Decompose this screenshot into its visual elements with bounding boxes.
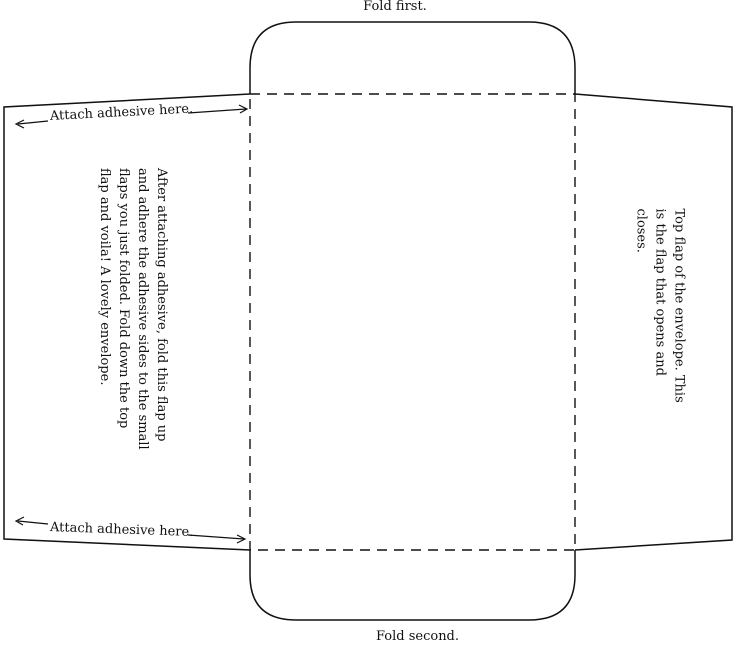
fold-second-label: Fold second. [375, 629, 460, 644]
adhesive-arrow-bottom [14, 516, 247, 544]
fold-first-label: Fold first. [363, 0, 427, 14]
bottom-flap-outline [249, 550, 576, 621]
fold-lines [249, 93, 576, 551]
right-note-line-1: Top flap of the envelope. This [671, 208, 687, 403]
left-note-line-2: and adhere the adhesive sides to the sma… [135, 168, 150, 450]
top-flap-outline [249, 21, 576, 94]
left-note-line-4: flap and voila! A lovely envelope. [97, 168, 112, 386]
left-note-line-3: flaps you just folded. Fold down the top [116, 168, 131, 429]
adhesive-arrow-top [14, 104, 249, 129]
right-flap-outline [574, 93, 733, 551]
right-note-line-2: is the flap that opens and [652, 208, 668, 376]
left-note-line-1: After attaching adhesive, fold this flap… [154, 168, 169, 442]
left-flap-outline [3, 93, 251, 551]
right-note-line-3: closes. [633, 208, 649, 253]
